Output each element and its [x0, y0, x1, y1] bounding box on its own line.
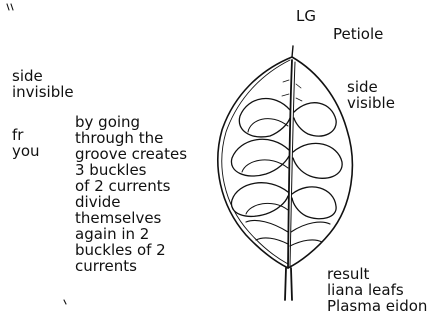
- fr-you-label: fr you: [12, 127, 40, 159]
- petiole-label: Petiole: [333, 26, 383, 42]
- description-note: by going through the groove creates 3 bu…: [75, 114, 187, 274]
- result-note: result liana leafs Plasma eidon: [327, 266, 427, 314]
- side-visible-label: side visible: [347, 79, 395, 111]
- side-invisible-label: side invisible: [12, 68, 74, 100]
- lg-label: LG: [296, 8, 316, 24]
